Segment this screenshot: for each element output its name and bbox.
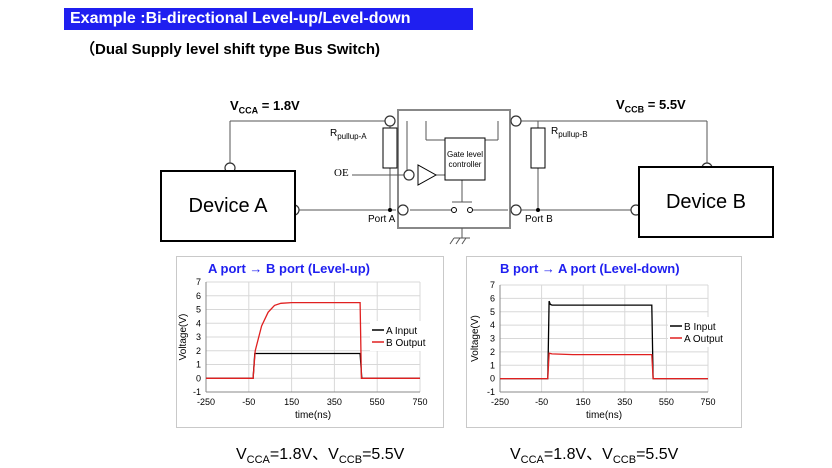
level-up-xtick-label: -250 bbox=[197, 397, 215, 407]
level-down-xlabel: time(ns) bbox=[586, 410, 622, 421]
rpullup-b-resistor bbox=[530, 127, 546, 169]
level-down-ytick-label: 1 bbox=[490, 360, 495, 370]
device-a-box: Device A bbox=[160, 170, 296, 242]
level-up-ytick-label: 2 bbox=[196, 346, 201, 356]
rpullup-a-resistor bbox=[382, 127, 398, 169]
level-up-ytick-label: 1 bbox=[196, 360, 201, 370]
level-up-xtick-label: -50 bbox=[242, 397, 255, 407]
level-down-xtick-label: 750 bbox=[700, 397, 715, 407]
level-up-ytick-label: -1 bbox=[193, 387, 201, 397]
level-down-series-output-line bbox=[500, 352, 708, 380]
level-down-xtick-label: 550 bbox=[659, 397, 674, 407]
level-up-xtick-label: 350 bbox=[327, 397, 342, 407]
level-down-xtick-label: 150 bbox=[576, 397, 591, 407]
level-up-ytick-label: 6 bbox=[196, 291, 201, 301]
level-up-series-output-line bbox=[206, 301, 420, 379]
level-up-series-input-line bbox=[206, 352, 420, 379]
level-down-ytick-label: 4 bbox=[490, 320, 495, 330]
level-down-ytick-label: 3 bbox=[490, 334, 495, 344]
level-down-xtick-label: 350 bbox=[617, 397, 632, 407]
level-down-ylabel: Voltage(V) bbox=[470, 315, 481, 362]
circuit-diagram bbox=[224, 109, 713, 245]
level-up-ytick-label: 5 bbox=[196, 305, 201, 315]
level-up-ytick-label: 3 bbox=[196, 332, 201, 342]
level-down-xtick-label: -250 bbox=[491, 397, 509, 407]
vcca-pin-node bbox=[384, 115, 396, 127]
oe-buffer-icon bbox=[417, 164, 438, 186]
level-up-xtick-label: 550 bbox=[370, 397, 385, 407]
level-down-legend bbox=[668, 317, 738, 347]
level-up-legend-label: A Input bbox=[386, 326, 417, 337]
device-b-box: Device B bbox=[638, 166, 774, 238]
level-up-legend bbox=[370, 321, 440, 351]
page-subtitle: （Dual Supply level shift type Bus Switch… bbox=[80, 41, 381, 58]
level-down-xtick-label: -50 bbox=[535, 397, 548, 407]
chart-level-down-title: B port → A port (Level-down) bbox=[500, 261, 680, 276]
vcca-label: VCCA = 1.8V bbox=[230, 98, 300, 116]
vccb-label: VCCB = 5.5V bbox=[616, 97, 686, 115]
rpullup-b-label: Rpullup-B bbox=[551, 126, 588, 139]
level-down-legend-label: B Input bbox=[684, 322, 716, 333]
level-up-xtick-label: 750 bbox=[412, 397, 427, 407]
level-down-ytick-label: 2 bbox=[490, 347, 495, 357]
vccb-pin-node bbox=[510, 115, 522, 127]
page-title: Example :Bi-directional Level-up/Level-d… bbox=[64, 8, 473, 30]
rpullup-a-label: Rpullup-A bbox=[330, 128, 367, 141]
port-a-node bbox=[397, 204, 409, 216]
level-down-ytick-label: 0 bbox=[490, 374, 495, 384]
port-b-label: Port B bbox=[525, 214, 553, 225]
level-down-ytick-label: 7 bbox=[490, 280, 495, 290]
level-down-ytick-label: -1 bbox=[487, 387, 495, 397]
bus-switch-package bbox=[397, 109, 511, 229]
level-down-legend-label: A Output bbox=[684, 334, 723, 345]
oe-pin-node bbox=[403, 169, 415, 181]
level-up-ytick-label: 4 bbox=[196, 318, 201, 328]
port-a-label: Port A bbox=[368, 214, 396, 225]
level-up-ytick-label: 0 bbox=[196, 373, 201, 383]
gate-level-controller bbox=[444, 137, 486, 181]
level-up-ytick-label: 7 bbox=[196, 277, 201, 287]
chart-level-up-title: A port → B port (Level-up) bbox=[208, 261, 371, 276]
level-down-ytick-label: 5 bbox=[490, 307, 495, 317]
level-down-ytick-label: 6 bbox=[490, 293, 495, 303]
caption-right: VCCA=1.8V、VCCB=5.5V bbox=[510, 446, 679, 467]
level-up-xtick-label: 150 bbox=[284, 397, 299, 407]
port-b-node bbox=[510, 204, 522, 216]
oe-label: OE bbox=[334, 167, 349, 179]
level-up-ylabel: Voltage(V) bbox=[178, 314, 189, 361]
level-up-legend-label: B Output bbox=[386, 338, 426, 349]
level-up-xlabel: time(ns) bbox=[295, 410, 331, 421]
caption-left: VCCA=1.8V、VCCB=5.5V bbox=[236, 446, 405, 467]
